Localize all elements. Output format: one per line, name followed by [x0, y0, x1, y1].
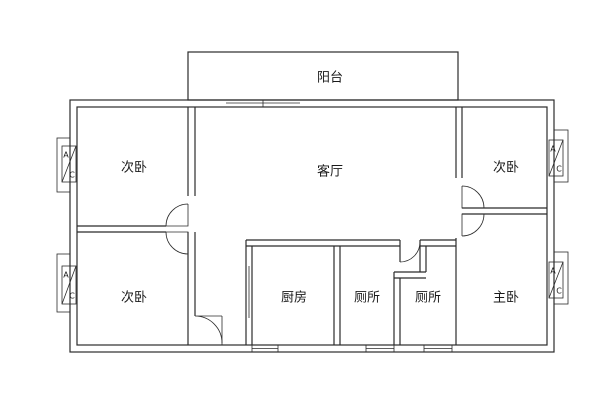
ac-unit-bottom-right: A C [548, 261, 564, 299]
bottom-windows [251, 344, 453, 353]
label-toilet-right: 厕所 [415, 291, 441, 306]
left-bedroom-doors [165, 203, 189, 255]
left-bedroom-walls [77, 107, 196, 345]
ac-label-a: A [550, 267, 556, 276]
label-living-room: 客厅 [317, 164, 343, 180]
ac-label-c: C [69, 292, 75, 301]
ac-unit-bottom-left: A C [61, 265, 77, 305]
label-master-bedroom: 主卧 [493, 291, 519, 306]
ac-label-a: A [63, 151, 69, 160]
ac-label-c: C [556, 165, 562, 174]
ac-unit-top-left: A C [61, 145, 77, 183]
ac-unit-top-right: A C [548, 139, 564, 177]
outer-wall-outer [69, 99, 555, 353]
label-bedroom-top-left: 次卧 [121, 160, 147, 176]
right-bedroom-walls [455, 107, 547, 345]
right-bedroom-doors [461, 185, 485, 237]
label-toilet-left: 厕所 [354, 291, 380, 306]
label-balcony: 阳台 [317, 71, 343, 86]
kitchen-toilet-walls [245, 239, 456, 345]
entry-door [194, 315, 223, 345]
toilet-door [399, 241, 421, 263]
label-kitchen: 厨房 [281, 290, 307, 306]
balcony-sliding-door [226, 99, 300, 107]
ac-label-a: A [550, 145, 556, 154]
label-bedroom-bottom-left: 次卧 [121, 290, 147, 306]
side-ledges [56, 129, 569, 313]
ac-label-c: C [556, 287, 562, 296]
ac-label-c: C [69, 171, 75, 180]
label-bedroom-top-right: 次卧 [493, 160, 519, 176]
ac-label-a: A [63, 271, 69, 280]
